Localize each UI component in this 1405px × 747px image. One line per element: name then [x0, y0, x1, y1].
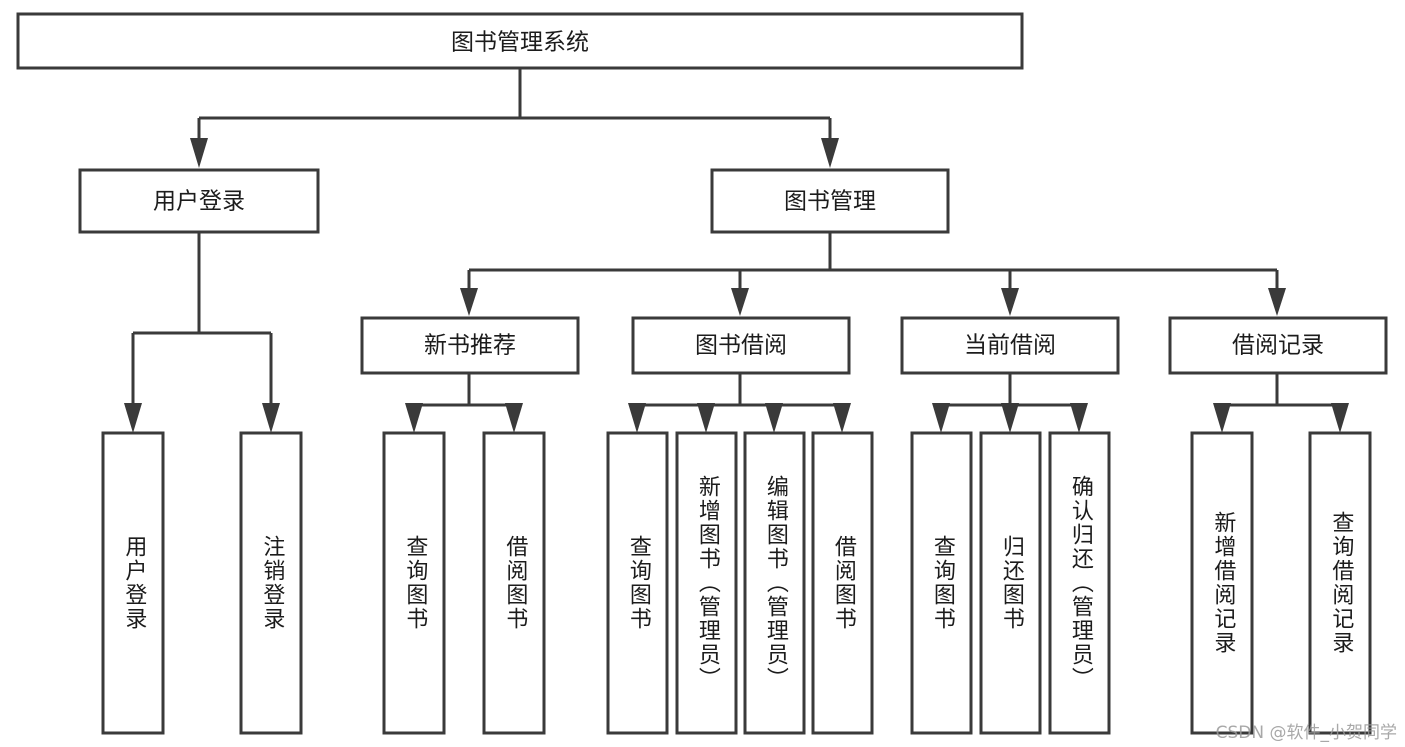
node-box-leaf-borrow-book-1[interactable]	[482, 431, 546, 735]
connector-group-user-login	[124, 232, 280, 433]
connector-group-borrow-record	[1213, 373, 1349, 433]
arrow-head-leaf-confirm-return	[1070, 403, 1088, 433]
arrow-head-leaf-borrow-book-2	[833, 403, 851, 433]
node-box-current-borrow[interactable]	[900, 316, 1120, 375]
arrow-head-user-login	[190, 138, 208, 168]
arrow-head-borrow-record	[1268, 288, 1286, 316]
node-label-current-borrow: 当前借阅	[964, 333, 1056, 359]
node-box-borrow-record[interactable]	[1168, 316, 1388, 375]
node-label-new-book-recommend: 新书推荐	[424, 333, 516, 359]
node-box-leaf-return-book[interactable]	[979, 431, 1042, 735]
arrow-head-leaf-user-login	[124, 403, 142, 433]
arrow-head-current-borrow	[1001, 288, 1019, 316]
node-box-user-login[interactable]	[78, 168, 320, 234]
node-box-leaf-user-login[interactable]	[101, 431, 165, 735]
arrow-head-leaf-return-book	[1001, 403, 1019, 433]
arrow-head-book-borrow	[731, 288, 749, 316]
node-box-leaf-query-book-1[interactable]	[382, 431, 446, 735]
arrow-head-leaf-query-book-2	[628, 403, 646, 433]
node-box-new-book-recommend[interactable]	[360, 316, 580, 375]
connector-group-book-management	[460, 232, 1286, 316]
connector-group-book-borrow	[628, 373, 851, 433]
node-label-borrow-record: 借阅记录	[1232, 333, 1324, 359]
node-label-user-login: 用户登录	[153, 189, 245, 215]
arrow-head-new-book-recommend	[460, 288, 478, 316]
node-box-leaf-add-record[interactable]	[1190, 431, 1254, 735]
node-box-book-borrow[interactable]	[631, 316, 851, 375]
node-box-leaf-borrow-book-2[interactable]	[811, 431, 874, 735]
node-label-book-borrow: 图书借阅	[695, 333, 787, 359]
connector-group-root	[190, 68, 839, 168]
arrow-head-leaf-add-book	[697, 403, 715, 433]
node-box-leaf-edit-book[interactable]	[743, 431, 806, 735]
node-box-leaf-query-book-3[interactable]	[910, 431, 973, 735]
node-box-leaf-user-logout[interactable]	[239, 431, 303, 735]
arrow-head-leaf-user-logout	[262, 403, 280, 433]
connector-group-new-book-recommend	[405, 373, 523, 433]
arrow-head-leaf-query-record	[1331, 403, 1349, 433]
csdn-watermark: CSDN @软件_小贺同学	[1215, 723, 1397, 743]
node-label-book-management: 图书管理	[784, 189, 876, 215]
node-box-leaf-query-book-2[interactable]	[606, 431, 669, 735]
node-label-title: 图书管理系统	[451, 30, 589, 56]
node-box-title[interactable]	[16, 12, 1024, 70]
arrow-head-book-management	[821, 138, 839, 168]
node-box-leaf-confirm-return[interactable]	[1048, 431, 1111, 735]
arrow-head-leaf-edit-book	[765, 403, 783, 433]
arrow-head-leaf-query-book-3	[932, 403, 950, 433]
arrow-head-leaf-borrow-book-1	[505, 403, 523, 433]
arrow-head-leaf-add-record	[1213, 403, 1231, 433]
connector-group-current-borrow	[932, 373, 1088, 433]
node-box-book-management[interactable]	[710, 168, 950, 234]
node-box-leaf-add-book[interactable]	[675, 431, 738, 735]
node-box-leaf-query-record[interactable]	[1308, 431, 1372, 735]
arrow-head-leaf-query-book-1	[405, 403, 423, 433]
